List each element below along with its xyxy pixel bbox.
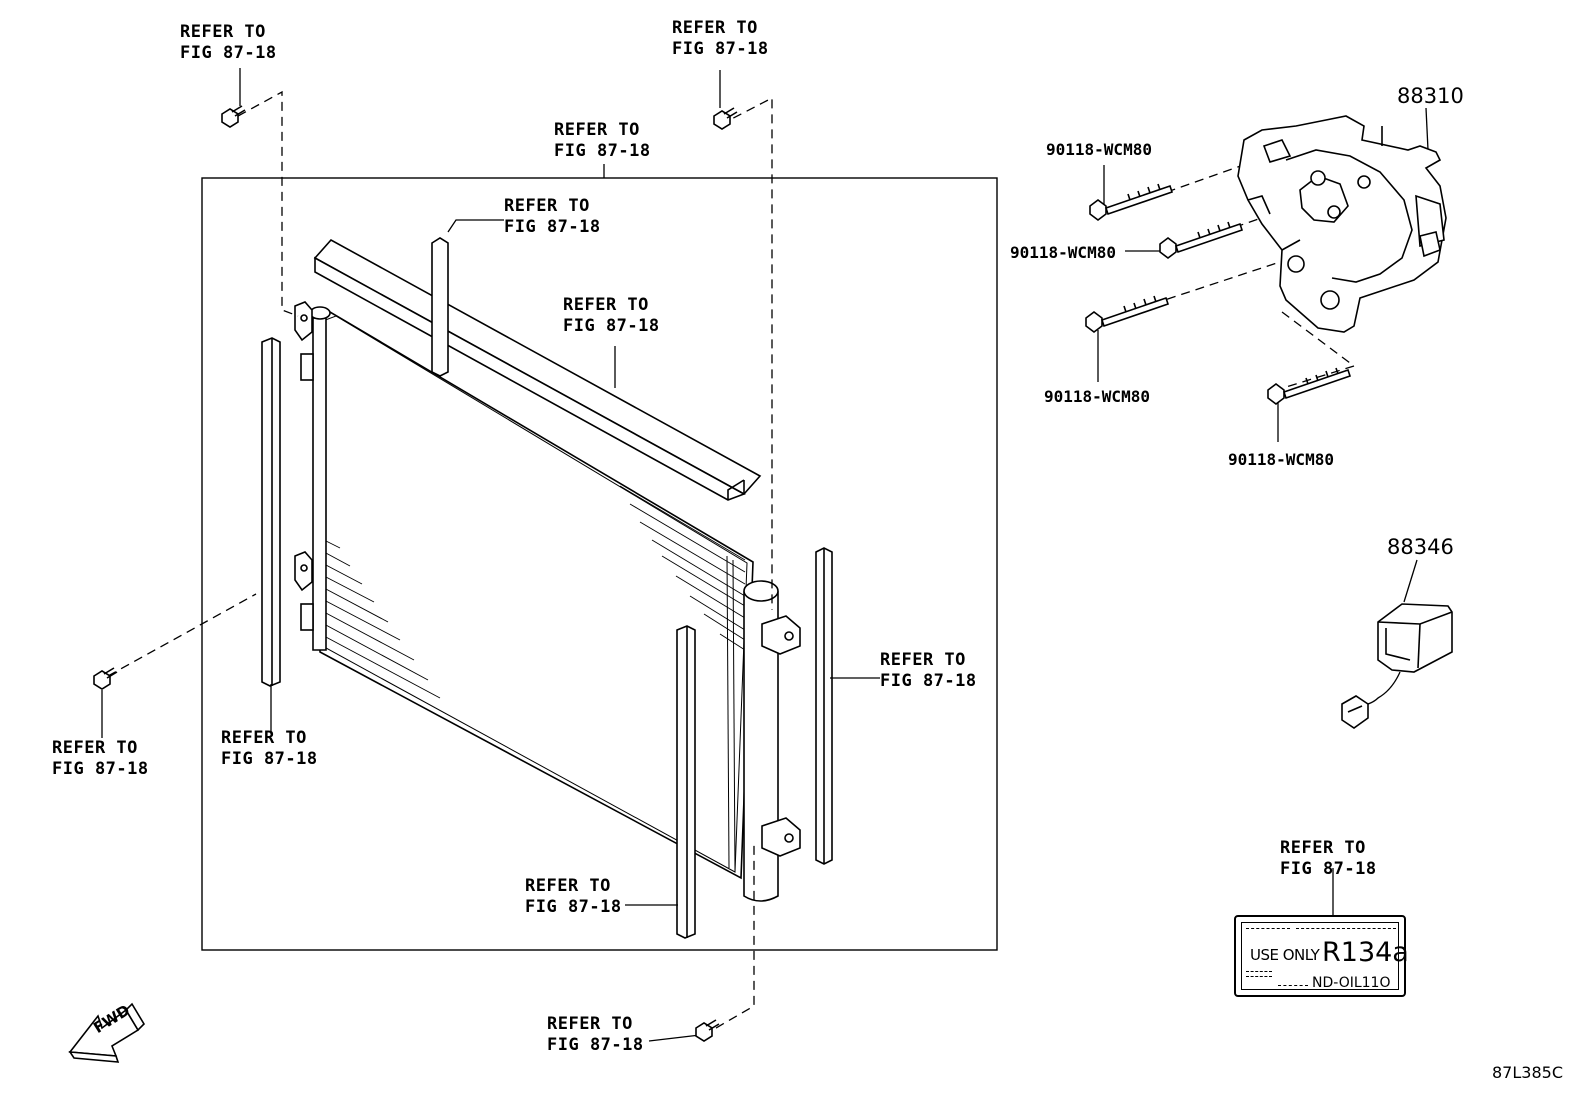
refer-label-top-left: REFER TO FIG 87-18 <box>180 22 277 64</box>
refer-line2: FIG 87-18 <box>180 43 277 63</box>
refer-label-top-center: REFER TO FIG 87-18 <box>672 18 769 60</box>
flange-bolts <box>93 105 738 1042</box>
label-dash-line <box>1246 971 1272 972</box>
left-seal-strip <box>261 337 281 687</box>
refer-line2: FIG 87-18 <box>672 39 769 59</box>
refer-line2: FIG 87-18 <box>554 141 651 161</box>
part-number-bolt-1: 90118-WCM80 <box>1046 140 1152 159</box>
refer-line1: REFER TO <box>1280 838 1366 858</box>
refer-line2: FIG 87-18 <box>52 759 149 779</box>
refer-label-right-seal: REFER TO FIG 87-18 <box>880 650 977 692</box>
right-seal-strip <box>815 547 833 865</box>
refer-line1: REFER TO <box>554 120 640 140</box>
refer-line2: FIG 87-18 <box>504 217 601 237</box>
label-dash-line <box>1296 928 1396 929</box>
fwd-arrow-icon <box>68 1002 146 1063</box>
label-oil: ND-OIL11O <box>1312 975 1391 991</box>
refrigerant-caution-label: USE ONLY R134a ND-OIL11O <box>1234 915 1409 997</box>
refer-label-bottom-bolt: REFER TO FIG 87-18 <box>547 1014 644 1056</box>
compressor-bracket <box>1237 115 1447 333</box>
left-tank <box>309 306 331 651</box>
refer-line2: FIG 87-18 <box>525 897 622 917</box>
part-number-bolt-4: 90118-WCM80 <box>1228 450 1334 469</box>
right-brackets <box>761 615 801 857</box>
refer-label-caution-plate: REFER TO FIG 87-18 <box>1280 838 1377 880</box>
lower-middle-seal-strip <box>676 625 696 939</box>
label-inner-border: USE ONLY R134a ND-OIL11O <box>1241 922 1409 991</box>
top-seal-strip <box>313 238 762 501</box>
refer-label-small-seal: REFER TO FIG 87-18 <box>504 196 601 238</box>
refer-line2: FIG 87-18 <box>547 1035 644 1055</box>
label-use-only: USE ONLY <box>1250 946 1320 964</box>
refer-label-left-seal: REFER TO FIG 87-18 <box>221 728 318 770</box>
label-dash-line <box>1246 976 1272 977</box>
refer-line1: REFER TO <box>880 650 966 670</box>
refer-line2: FIG 87-18 <box>880 671 977 691</box>
refer-line2: FIG 87-18 <box>563 316 660 336</box>
part-number-bolt-3: 90118-WCM80 <box>1044 387 1150 406</box>
refer-label-lower-seal: REFER TO FIG 87-18 <box>525 876 622 918</box>
long-bolts <box>1085 183 1352 405</box>
refer-label-box-top: REFER TO FIG 87-18 <box>554 120 651 162</box>
refer-line2: FIG 87-18 <box>1280 859 1377 879</box>
part-number-bolt-2: 90118-WCM80 <box>1010 243 1116 262</box>
part-number-bracket: 88310 <box>1397 84 1464 108</box>
refer-label-left-bolt: REFER TO FIG 87-18 <box>52 738 149 780</box>
sensor-part <box>1341 603 1453 729</box>
refer-line1: REFER TO <box>547 1014 633 1034</box>
part-number-sensor: 88346 <box>1387 535 1454 559</box>
label-dash-line <box>1278 985 1308 986</box>
left-brackets <box>294 301 314 631</box>
refer-line1: REFER TO <box>180 22 266 42</box>
label-dash-line <box>1246 928 1290 929</box>
leader-lines <box>101 68 1429 1042</box>
refer-line1: REFER TO <box>525 876 611 896</box>
refer-line1: REFER TO <box>221 728 307 748</box>
refer-line1: REFER TO <box>504 196 590 216</box>
label-refrigerant: R134a <box>1322 937 1409 968</box>
refer-label-top-seal: REFER TO FIG 87-18 <box>563 295 660 337</box>
refer-line1: REFER TO <box>52 738 138 758</box>
refer-line1: REFER TO <box>563 295 649 315</box>
top-small-seal <box>431 237 449 377</box>
refer-line1: REFER TO <box>672 18 758 38</box>
diagram-id: 87L385C <box>1492 1063 1563 1082</box>
refer-line2: FIG 87-18 <box>221 749 318 769</box>
assembly-box <box>201 177 998 951</box>
